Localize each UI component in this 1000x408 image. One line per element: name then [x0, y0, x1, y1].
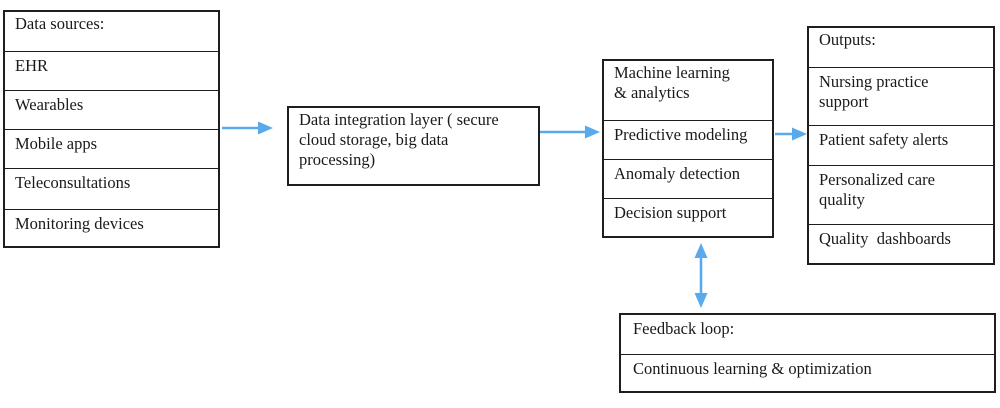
arrow-integration-to-analytics-icon [540, 125, 600, 139]
output-item-personalized-care-quality: Personalized care quality [809, 165, 993, 224]
data-source-item-monitoring-devices: Monitoring devices [5, 209, 218, 246]
output-item-patient-safety-alerts: Patient safety alerts [809, 125, 993, 165]
feedback-loop-box: Feedback loop: Continuous learning & opt… [619, 313, 996, 393]
analytics-item-machine-learning: Machine learning & analytics [614, 63, 730, 102]
arrow-sources-to-integration-icon [222, 121, 273, 135]
output-item-nursing-practice-support: Nursing practice support [809, 67, 993, 125]
arrow-analytics-to-outputs-icon [775, 127, 807, 141]
outputs-box: Outputs: Nursing practice support Patien… [807, 26, 995, 265]
output-item-quality-dashboards: Quality dashboards [809, 224, 993, 263]
data-source-item-mobile-apps: Mobile apps [5, 129, 218, 168]
data-integration-box: Data integration layer ( secure cloud st… [287, 106, 540, 186]
analytics-item-anomaly-detection: Anomaly detection [604, 159, 772, 198]
data-source-item-teleconsultations: Teleconsultations [5, 168, 218, 209]
data-integration-label: Data integration layer ( secure cloud st… [299, 110, 499, 169]
arrow-analytics-feedback-bidirectional-icon [694, 243, 708, 308]
outputs-title: Outputs: [819, 30, 876, 49]
data-source-item-ehr: EHR [5, 51, 218, 90]
feedback-item-continuous-learning: Continuous learning & optimization [621, 354, 994, 391]
feedback-loop-title: Feedback loop: [633, 319, 735, 338]
data-sources-title: Data sources: [15, 14, 105, 33]
data-sources-box: Data sources: EHR Wearables Mobile apps … [3, 10, 220, 248]
analytics-item-predictive-modeling: Predictive modeling [604, 120, 772, 159]
analytics-item-decision-support: Decision support [604, 198, 772, 236]
analytics-box: Machine learning & analytics Predictive … [602, 59, 774, 238]
data-source-item-wearables: Wearables [5, 90, 218, 129]
